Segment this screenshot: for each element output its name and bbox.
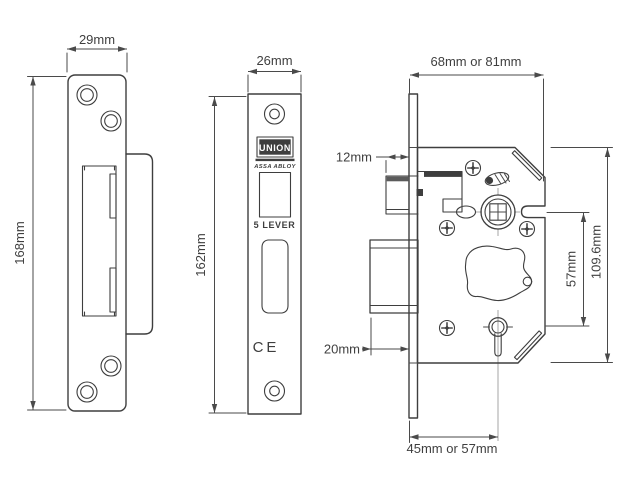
spindle-hub-icon [476, 188, 520, 236]
bolt-cutout [81, 165, 117, 317]
arrowhead [30, 76, 36, 86]
arrowhead [362, 346, 371, 352]
lock-case-outline [416, 146, 546, 364]
strike-box-lip [125, 153, 154, 335]
arrowhead [409, 434, 419, 440]
logo-frame [256, 136, 294, 158]
arrowhead [292, 68, 301, 75]
phillips-screw-icon [438, 319, 456, 337]
phillips-screw-icon [438, 219, 456, 237]
backset-label: 45mm or 57mm [406, 441, 497, 456]
latch-window [258, 171, 292, 218]
arrowhead [211, 97, 218, 106]
lever-pack-outline [464, 245, 533, 302]
latch-bolt [385, 175, 419, 215]
deadbolt [369, 239, 419, 314]
bolt-guide [109, 173, 117, 219]
extension-lines [66, 52, 128, 73]
logo-background [259, 139, 291, 155]
case-depth-label: 68mm or 81mm [430, 54, 521, 69]
arrowhead [580, 213, 587, 222]
arrowhead [604, 353, 611, 363]
union-logo: UNION ASSA ABLOY [253, 136, 296, 170]
case-depth-dimension: 68mm or 81mm [409, 54, 544, 182]
strike-width-label: 29mm [79, 32, 115, 47]
bolt-guide [109, 267, 117, 313]
phillips-screw-icon [518, 220, 536, 238]
deadbolt-projection-dimension: 20mm [324, 317, 409, 357]
faceplate-view: 26mm 162mm UNION ASSA ABLOY [193, 53, 302, 415]
extension-lines [208, 96, 247, 414]
centres-label: 57mm [564, 251, 579, 287]
faceplate-outline [247, 93, 302, 415]
oblong-hole [455, 205, 477, 219]
arrowhead [410, 72, 419, 78]
arrowhead [118, 46, 127, 52]
lever-count-text: 5 LEVER [254, 220, 296, 230]
latch-housing [416, 170, 463, 213]
lock-body-view: 68mm or 81mm 12mm 20mm 57mm [324, 54, 613, 456]
strike-height-dimension: 168mm [12, 76, 67, 411]
logo-base-bar [255, 158, 295, 162]
faceplate-height-label: 162mm [193, 233, 208, 276]
screw-hole-icon [100, 110, 122, 132]
arrowhead [211, 404, 218, 413]
screw-hole-icon [76, 381, 98, 403]
screw-hole-icon [263, 380, 286, 402]
arrowhead [248, 68, 257, 75]
phillips-screw-icon [464, 159, 482, 177]
extension-lines [409, 78, 544, 182]
arrowhead [580, 317, 587, 326]
strike-plate-view: 29mm 168mm [12, 32, 154, 412]
arrowhead [67, 46, 76, 52]
deadbolt-projection-label: 20mm [324, 342, 360, 357]
deadbolt-window [261, 239, 289, 314]
strike-width-dimension: 29mm [66, 32, 128, 73]
latch-projection-label: 12mm [336, 150, 372, 165]
ce-mark: CE [253, 339, 280, 356]
snib-cam-icon [484, 172, 510, 186]
faceplate-width-label: 26mm [256, 53, 292, 68]
arrowhead [387, 154, 396, 160]
screw-hole-icon [263, 103, 286, 125]
screw-hole-icon [76, 84, 98, 106]
strike-plate-outline [67, 74, 127, 412]
top-chamfer-slot [511, 150, 543, 181]
case-edge-ticks [408, 147, 418, 364]
brand-text: UNION [259, 143, 291, 153]
arrowhead [534, 72, 544, 78]
arrowhead [604, 148, 611, 157]
faceplate-width-dimension: 26mm [247, 53, 302, 93]
faceplate-height-dimension: 162mm [193, 96, 247, 414]
brand-subtitle-text: ASSA ABLOY [253, 164, 296, 170]
forend-side-plate [408, 93, 419, 419]
arrowhead [489, 434, 498, 440]
strike-height-label: 168mm [12, 221, 27, 264]
screw-hole-icon [100, 355, 122, 377]
keyhole-icon [483, 317, 513, 357]
cutout-corner-ticks [83, 165, 116, 317]
extension-lines [247, 74, 302, 93]
latch-projection-dimension: 12mm [336, 150, 409, 173]
arrowhead [400, 346, 409, 352]
case-height-label: 109.6mm [589, 225, 604, 279]
extension-lines [27, 76, 67, 411]
lever-pivot [522, 276, 533, 287]
extension-lines [550, 147, 613, 363]
case-height-dimension: 109.6mm [550, 147, 613, 363]
backset-dimension: 45mm or 57mm [406, 420, 498, 456]
bottom-chamfer-slot [513, 330, 543, 361]
arrowhead [400, 154, 409, 160]
extension-lines [545, 212, 590, 327]
arrowhead [30, 401, 36, 410]
centres-dimension: 57mm [545, 212, 590, 327]
